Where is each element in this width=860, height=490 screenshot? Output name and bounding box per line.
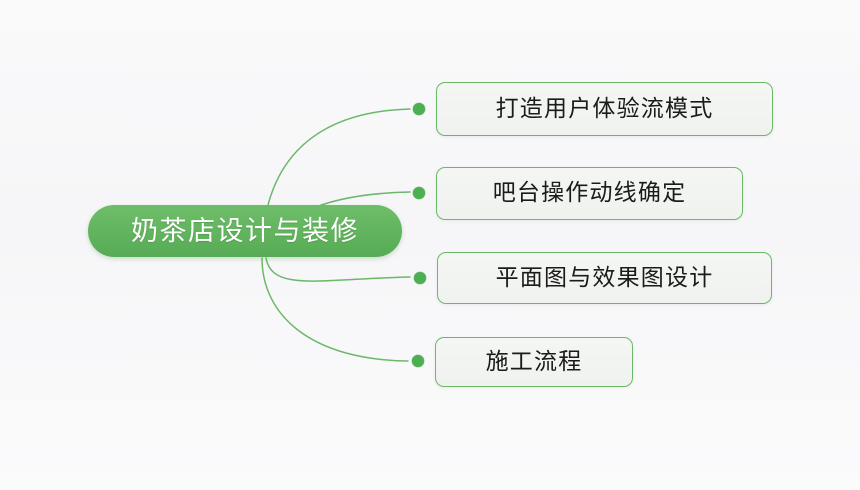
connector-curve-3 [265,257,411,282]
branch-connector-dot-2 [413,187,425,199]
branch-connector-dot-3 [414,272,426,284]
branch-node-3-label: 平面图与效果图设计 [495,264,714,291]
branch-node-2[interactable]: 吧台操作动线确定 [436,167,743,220]
root-node[interactable]: 奶茶店设计与装修 [88,205,402,257]
branch-node-2-label: 吧台操作动线确定 [492,180,687,206]
branch-node-1[interactable]: 打造用户体验流模式 [436,82,773,136]
branch-node-4-label: 施工流程 [485,348,583,375]
root-node-label: 奶茶店设计与装修 [131,215,359,247]
branch-connector-dot-1 [413,103,425,115]
branch-connector-dot-4 [412,355,424,367]
branch-node-4[interactable]: 施工流程 [435,337,633,387]
branch-node-3[interactable]: 平面图与效果图设计 [437,252,772,304]
connector-curve-4 [261,257,409,362]
branch-node-1-label: 打造用户体验流模式 [495,95,714,122]
